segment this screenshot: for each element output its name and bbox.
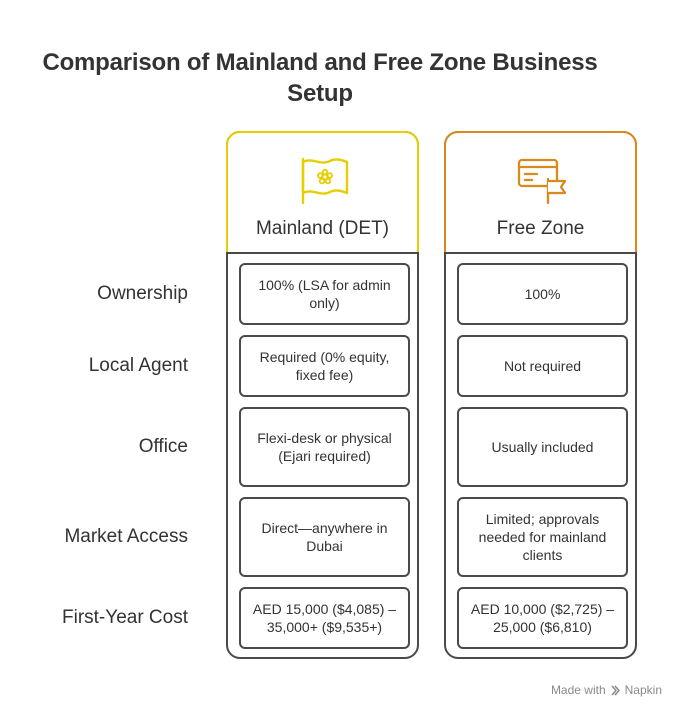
freezone-local-agent-cell: Not required <box>457 335 628 397</box>
row-label-market-access: Market Access <box>64 526 188 547</box>
flag-icon <box>301 157 349 205</box>
mainland-market-access-cell: Direct—anywhere in Dubai <box>239 497 410 577</box>
made-with-text: Made with <box>550 683 606 697</box>
title-line-1: Comparison of Mainland and Free Zone Bus… <box>42 49 598 76</box>
napkin-brand-text: Napkin <box>624 683 662 697</box>
row-label-office: Office <box>138 436 188 457</box>
mainland-office-cell: Flexi-desk or physical (Ejari required) <box>239 407 410 487</box>
freezone-office-cell: Usually included <box>457 407 628 487</box>
mainland-ownership-cell: 100% (LSA for admin only) <box>239 263 410 325</box>
mainland-first-year-cost-cell: AED 15,000 ($4,085) – 35,000+ ($9,535+) <box>239 587 410 649</box>
mainland-local-agent-cell: Required (0% equity, fixed fee) <box>239 335 410 397</box>
diagram-title: Comparison of Mainland and Free Zone Bus… <box>20 47 620 109</box>
title-line-2: Setup <box>287 80 353 107</box>
row-label-local-agent: Local Agent <box>88 355 188 376</box>
card-flag-icon <box>517 158 567 205</box>
row-label-ownership: Ownership <box>97 283 188 304</box>
napkin-credit[interactable]: Made with Napkin <box>551 683 662 697</box>
mainland-column: Mainland (DET) 100% (LSA for admin only)… <box>226 131 419 659</box>
mainland-header-divider <box>226 252 419 254</box>
freezone-ownership-cell: 100% <box>457 263 628 325</box>
napkin-logo-icon <box>611 685 620 695</box>
mainland-header: Mainland (DET) <box>226 131 419 254</box>
freezone-market-access-cell: Limited; approvals needed for mainland c… <box>457 497 628 577</box>
freezone-first-year-cost-cell: AED 10,000 ($2,725) – 25,000 ($6,810) <box>457 587 628 649</box>
freezone-header: Free Zone <box>444 131 637 254</box>
row-label-first-year-cost: First-Year Cost <box>62 607 188 628</box>
freezone-column: Free Zone 100% Not required Usually incl… <box>444 131 637 659</box>
freezone-header-divider <box>444 252 637 254</box>
mainland-label: Mainland (DET) <box>255 218 390 239</box>
freezone-label: Free Zone <box>496 218 585 239</box>
